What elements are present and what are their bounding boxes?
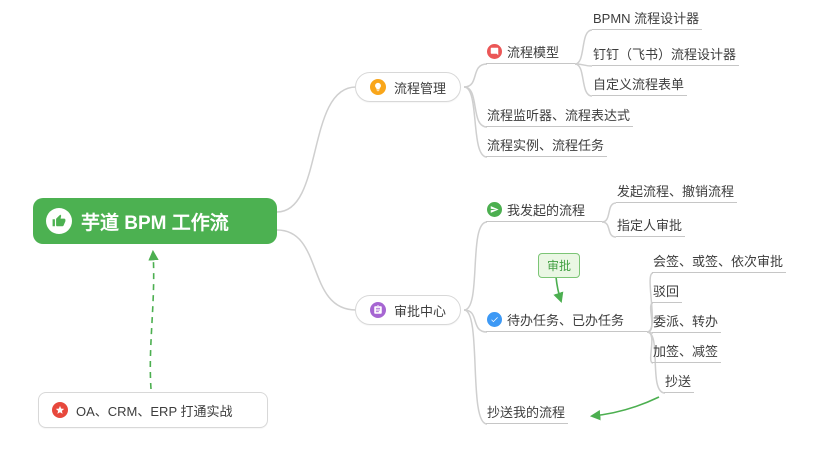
node-label: 待办任务、已办任务 (507, 312, 625, 328)
node-label: 抄送我的流程 (487, 404, 566, 420)
root-label: 芋道 BPM 工作流 (81, 212, 229, 234)
lightbulb-icon (370, 79, 386, 95)
send-icon (487, 201, 502, 217)
node-label: 流程模型 (507, 44, 560, 60)
node-label: 钉钉（飞书）流程设计器 (593, 46, 737, 62)
node-dingtalk-designer[interactable]: 钉钉（飞书）流程设计器 (592, 45, 740, 66)
approval-tag[interactable]: 审批 (538, 253, 581, 278)
star-icon (52, 402, 68, 418)
node-delegate-transfer[interactable]: 委派、转办 (652, 312, 722, 333)
tag-label: 审批 (547, 259, 572, 273)
node-reject[interactable]: 驳回 (652, 282, 683, 303)
node-label: 审批中心 (394, 303, 447, 319)
node-oa-crm-erp-practice[interactable]: OA、CRM、ERP 打通实战 (38, 392, 268, 428)
node-label: 流程实例、流程任务 (487, 137, 605, 153)
cc-arrow (589, 396, 660, 421)
node-assignee-approval[interactable]: 指定人审批 (616, 216, 686, 237)
node-process-model[interactable]: 流程模型 (486, 43, 575, 64)
node-add-remove-sign[interactable]: 加签、减签 (652, 342, 722, 363)
thumbs-up-icon (46, 208, 72, 234)
comment-icon (487, 43, 502, 59)
node-label: 会签、或签、依次审批 (653, 253, 784, 269)
node-label: 驳回 (653, 283, 680, 299)
node-label: 我发起的流程 (507, 202, 586, 218)
approval-arrow (553, 276, 564, 303)
check-icon (487, 311, 502, 327)
node-label: BPMN 流程设计器 (593, 10, 700, 26)
node-label: 流程管理 (394, 80, 447, 96)
node-cc[interactable]: 抄送 (664, 372, 695, 393)
node-label: 抄送 (665, 373, 692, 389)
node-cc-my-process[interactable]: 抄送我的流程 (486, 403, 569, 424)
node-approval-center[interactable]: 审批中心 (355, 295, 462, 325)
node-instance-task[interactable]: 流程实例、流程任务 (486, 136, 608, 157)
node-todo-done-tasks[interactable]: 待办任务、已办任务 (486, 311, 647, 332)
node-initiate-cancel[interactable]: 发起流程、撤销流程 (616, 182, 738, 203)
practice-dashed-arrow (148, 249, 159, 390)
node-my-initiated-process[interactable]: 我发起的流程 (486, 201, 602, 222)
root-node-bpm-workflow[interactable]: 芋道 BPM 工作流 (33, 198, 277, 244)
relation-arrows (148, 249, 660, 421)
clipboard-icon (370, 302, 386, 318)
node-listener-expression[interactable]: 流程监听器、流程表达式 (486, 106, 634, 127)
node-countersign[interactable]: 会签、或签、依次审批 (652, 252, 787, 273)
node-label: 自定义流程表单 (593, 76, 685, 92)
node-label: 发起流程、撤销流程 (617, 183, 735, 199)
node-label: 委派、转办 (653, 313, 719, 329)
node-bpmn-designer[interactable]: BPMN 流程设计器 (592, 9, 703, 30)
node-label: 指定人审批 (617, 217, 683, 233)
node-custom-form[interactable]: 自定义流程表单 (592, 75, 688, 96)
node-label: OA、CRM、ERP 打通实战 (76, 403, 233, 419)
node-label: 加签、减签 (653, 343, 719, 359)
node-label: 流程监听器、流程表达式 (487, 107, 631, 123)
node-process-management[interactable]: 流程管理 (355, 72, 462, 102)
